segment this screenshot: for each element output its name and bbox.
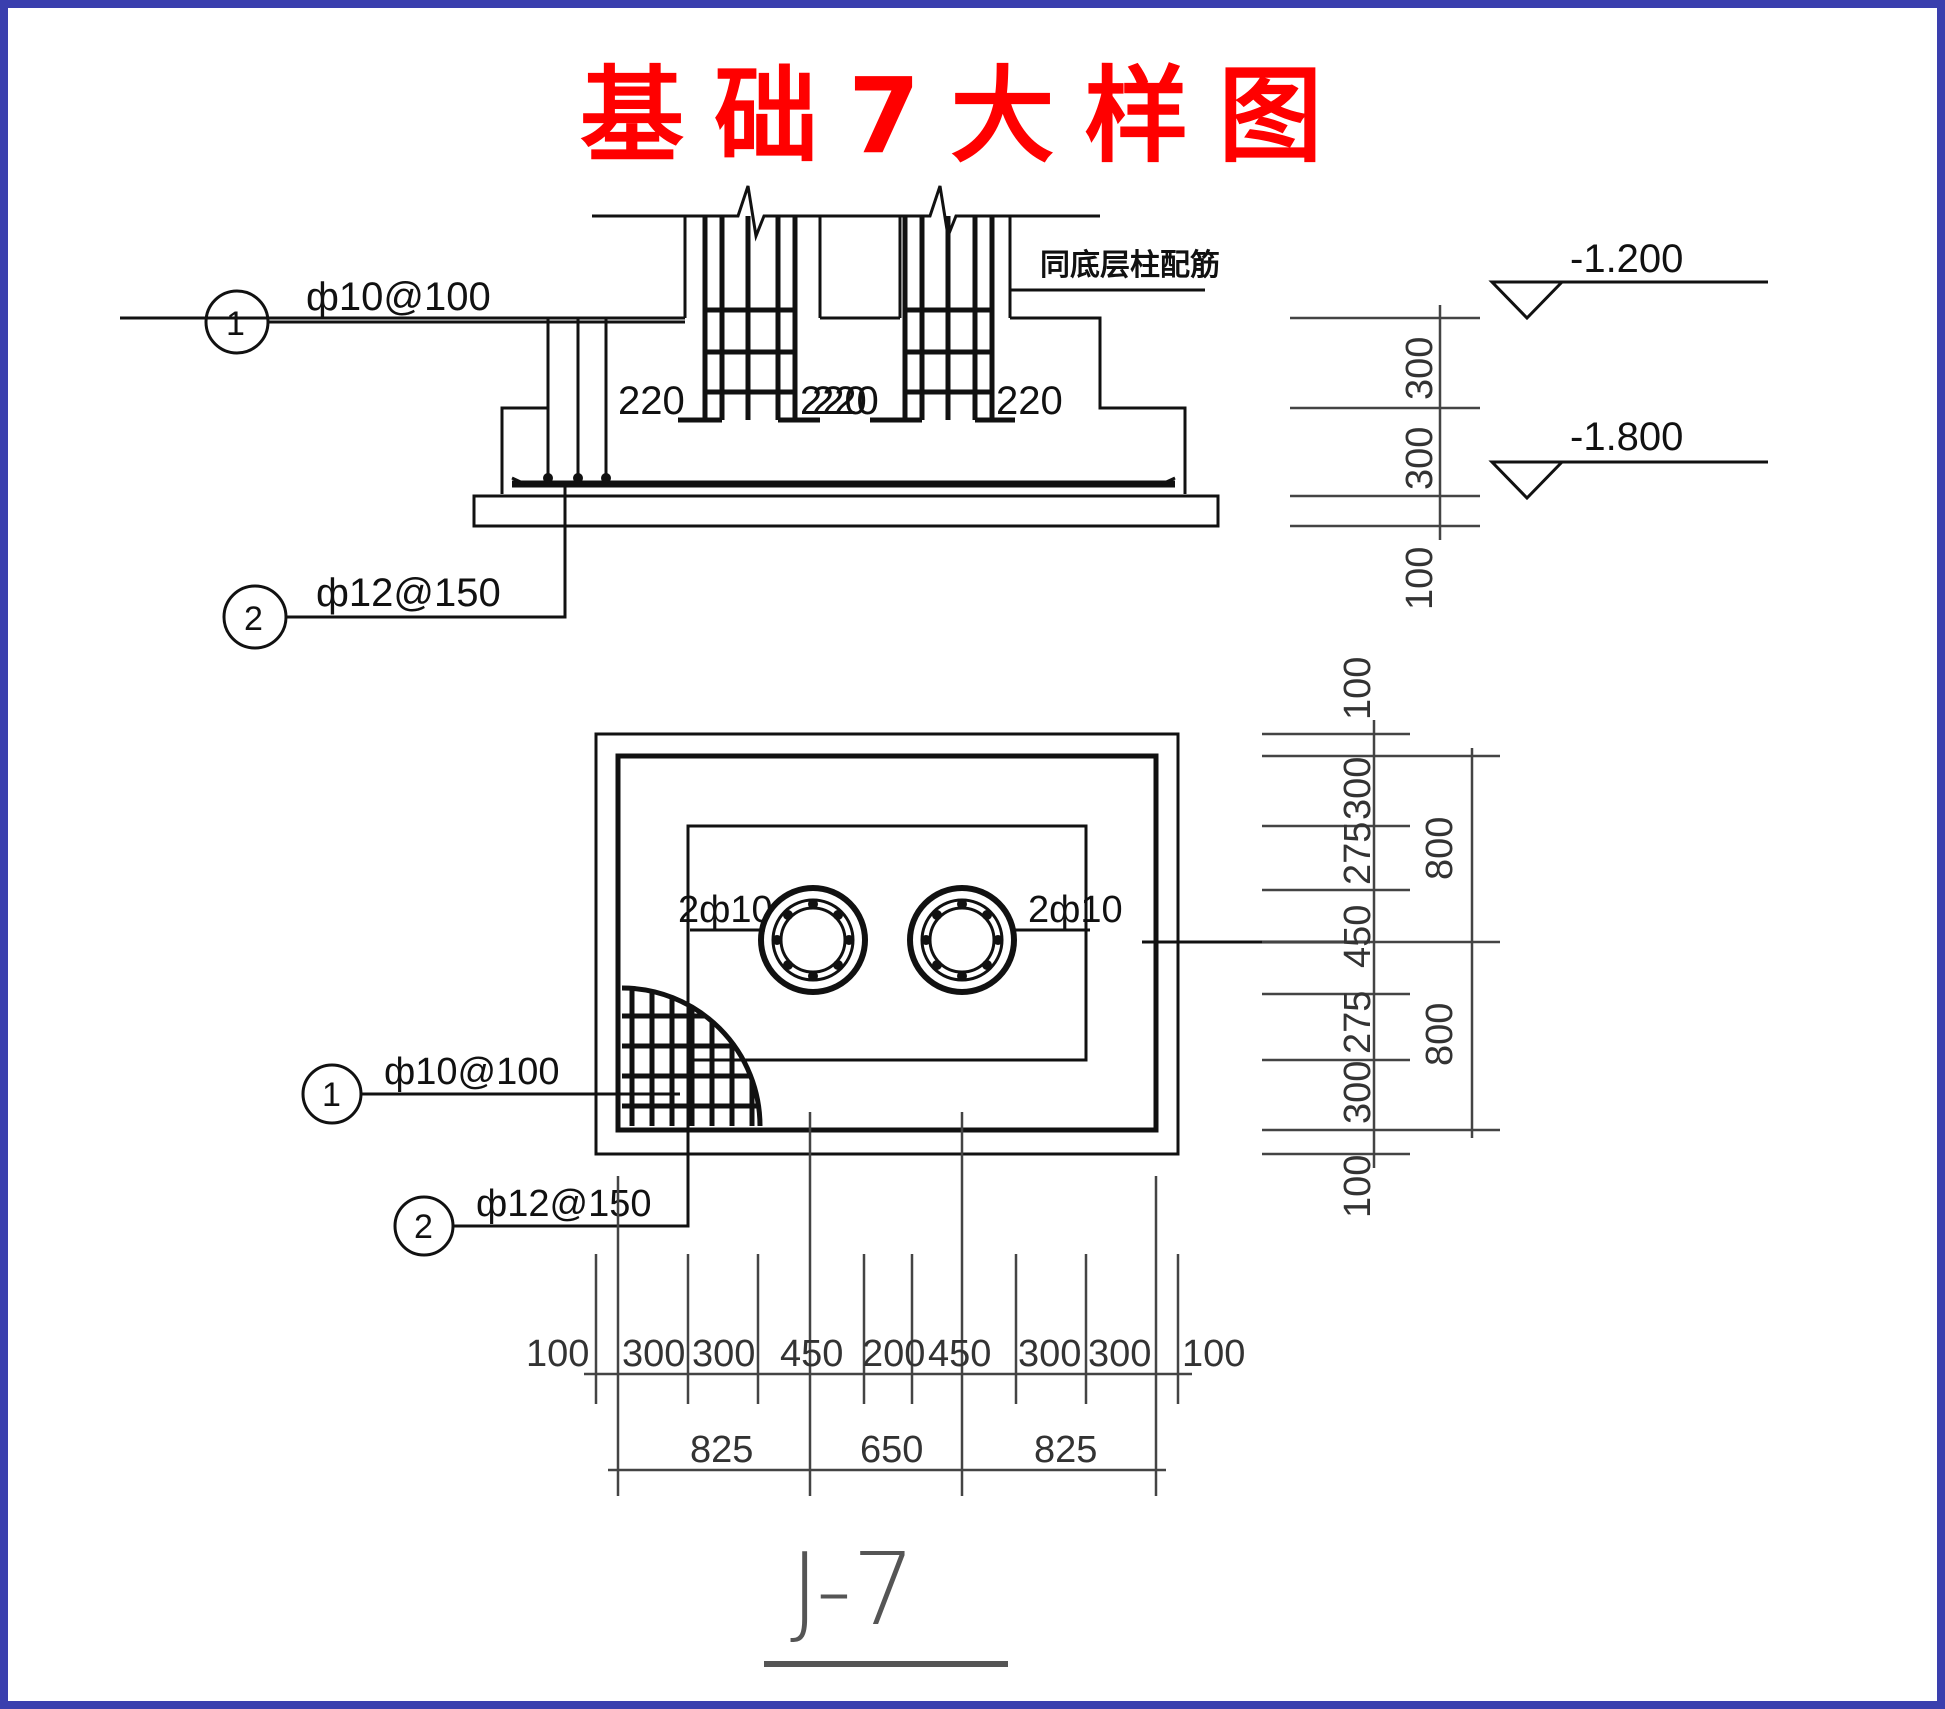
plan-right-dims: 100 300 275 450 275 300 100 800 800 (1262, 657, 1500, 1218)
svg-text:650: 650 (860, 1429, 923, 1471)
column-rebar-label-1: 2ф10 (678, 889, 773, 931)
svg-text:100: 100 (1337, 1155, 1379, 1218)
plan-callout-2: 2 ф12@150 (393, 1040, 690, 1257)
svg-text:100: 100 (526, 1333, 589, 1375)
svg-text:300: 300 (1337, 1061, 1379, 1124)
svg-text:825: 825 (1034, 1429, 1097, 1471)
svg-text:100: 100 (1337, 657, 1379, 720)
section-callout-2: 2 ф12@150 (222, 484, 567, 650)
offset-label-3: 220 (812, 379, 879, 423)
plan-callout-1: 1 ф10@100 (301, 1051, 680, 1125)
elevation-dims: 300 300 100 -1.200 -1.800 (1290, 237, 1768, 610)
svg-text:100: 100 (1399, 547, 1441, 610)
svg-text:1: 1 (226, 305, 245, 343)
svg-text:2: 2 (414, 1208, 433, 1246)
plan-bottom-dims: 100 300 300 450 200 450 300 300 100 825 … (526, 1112, 1245, 1496)
svg-text:275: 275 (1337, 991, 1379, 1054)
svg-text:100: 100 (1182, 1333, 1245, 1375)
svg-text:1: 1 (322, 1076, 341, 1114)
column-rebar-note: 同底层柱配筋 (1040, 248, 1220, 283)
offset-label-2: 220 (800, 379, 867, 423)
svg-text:275: 275 (1337, 822, 1379, 885)
section-callout-1: 1 ф10@100 (204, 275, 685, 355)
column-rebar-label-2: 2ф10 (1028, 889, 1123, 931)
svg-text:300: 300 (1399, 427, 1441, 490)
drawing-title: 基础7大样图 (580, 55, 1352, 177)
svg-text:300: 300 (1018, 1333, 1081, 1375)
svg-text:300: 300 (1399, 337, 1441, 400)
offset-label-4: 220 (996, 379, 1063, 423)
section-callout-1-spec: ф10@100 (306, 275, 491, 319)
svg-text:800: 800 (1419, 817, 1461, 880)
drawing-label: J-7 (790, 1531, 916, 1648)
svg-text:300: 300 (1088, 1333, 1151, 1375)
svg-text:450: 450 (780, 1333, 843, 1375)
svg-text:450: 450 (1337, 905, 1379, 968)
svg-text:450: 450 (928, 1333, 991, 1375)
plan-view: 2ф10 2ф10 1 (301, 657, 1500, 1496)
elevation-2: -1.800 (1570, 415, 1683, 459)
svg-text:300: 300 (1337, 757, 1379, 820)
svg-text:300: 300 (622, 1333, 685, 1375)
svg-text:800: 800 (1419, 1003, 1461, 1066)
svg-text:825: 825 (690, 1429, 753, 1471)
svg-text:2: 2 (244, 600, 263, 638)
section-callout-2-spec: ф12@150 (316, 571, 501, 615)
plan-callout-2-spec: ф12@150 (476, 1183, 652, 1225)
section-view: 220 220 220 220 同底层柱配筋 1 ф10@100 2 ф12@1… (120, 185, 1768, 650)
rebar-mesh-detail (621, 985, 763, 1127)
svg-text:200: 200 (862, 1333, 925, 1375)
plan-callout-1-spec: ф10@100 (384, 1051, 560, 1093)
elevation-1: -1.200 (1570, 237, 1683, 281)
svg-text:300: 300 (692, 1333, 755, 1375)
offset-label-1: 220 (618, 379, 685, 423)
